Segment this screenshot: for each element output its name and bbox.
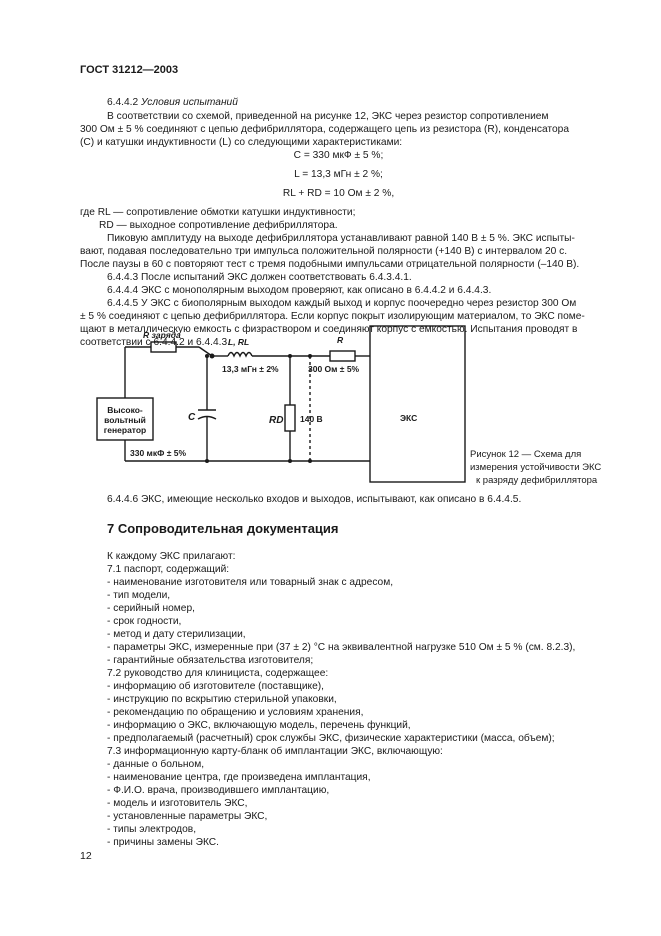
paragraph-line: Пиковую амплитуду на выходе дефибриллято… [107, 233, 575, 244]
r-charge-label: R заряда [143, 330, 181, 340]
paragraph-6446: 6.4.4.6 ЭКС, имеющие несколько входов и … [107, 494, 522, 505]
voltage-label: 140 В [300, 414, 323, 424]
page-number: 12 [80, 850, 92, 862]
capacitor-plate [197, 415, 217, 420]
c-label: C [188, 412, 196, 423]
list-item: - установленные параметры ЭКС, [107, 811, 268, 822]
r-value: 300 Ом ± 5% [308, 364, 360, 374]
list-item: 7.1 паспорт, содержащий: [107, 564, 230, 575]
formula-c: C = 330 мкФ ± 5 %; [293, 150, 384, 161]
list-item: - Ф.И.О. врача, производившего имплантац… [107, 785, 330, 796]
resistor-rd [284, 404, 296, 432]
junction-dot [205, 459, 209, 463]
paragraph-line: После паузы в 60 с повторяют тест с трем… [80, 259, 580, 270]
paragraph-line: вают, подавая последовательно три импуль… [80, 246, 568, 257]
formula-l: L = 13,3 мГн ± 2 %; [294, 169, 383, 180]
list-item: 7.3 информационную карту-бланк об имплан… [107, 746, 443, 757]
definition-rd: RD — выходное сопротивление дефибриллято… [99, 220, 338, 231]
list-item: - причины замены ЭКС. [107, 837, 219, 848]
list-item: - серийный номер, [107, 603, 195, 614]
paragraph-line: ± 5 % соединяют с цепью дефибриллятора. … [80, 311, 585, 322]
list-item: - параметры ЭКС, измеренные при (37 ± 2)… [107, 642, 576, 653]
paragraph-line: В соответствии со схемой, приведенной на… [107, 111, 549, 122]
paragraph-line: (C) и катушки индуктивности (L) со следу… [80, 137, 403, 148]
list-item: - инструкцию по вскрытию стерильной упак… [107, 694, 337, 705]
subsection-6442: 6.4.4.2 Условия испытаний [107, 96, 238, 109]
junction-dot [288, 354, 292, 358]
list-item: - гарантийные обязательства изготовителя… [107, 655, 314, 666]
paragraph-line: 300 Ом ± 5 % соединяют с цепью дефибрилл… [80, 124, 569, 135]
c-value: 330 мкФ ± 5% [130, 448, 186, 458]
device-box [369, 325, 466, 483]
list-item: - информацию о ЭКС, включающую модель, п… [107, 720, 411, 731]
paragraph-6444: 6.4.4.4 ЭКС с монополярным выходом прове… [107, 285, 492, 296]
resistor-charge [150, 341, 177, 353]
formula-r: RL + RD = 10 Ом ± 2 %, [282, 188, 395, 199]
list-item: - модель и изготовитель ЭКС, [107, 798, 248, 809]
inductor [227, 351, 253, 358]
list-item: 7.2 руководство для клинициста, содержащ… [107, 668, 329, 679]
list-item: - наименование центра, где произведена и… [107, 772, 371, 783]
generator-line: Высоко- [107, 405, 143, 415]
list-item: - рекомендацию по обращению и условиям х… [107, 707, 364, 718]
caption-line: к разряду дефибриллятора [476, 475, 598, 486]
section-title: 7 Сопроводительная документация [107, 521, 339, 536]
list-item: - информацию об изготовителе (поставщике… [107, 681, 325, 692]
list-item: - наименование изготовителя или товарный… [107, 577, 394, 588]
document-header: ГОСТ 31212—2003 [80, 64, 179, 76]
generator-line: вольтный [104, 415, 146, 425]
junction-dot [288, 459, 292, 463]
device-label: ЭКС [400, 413, 417, 423]
l-label: L, RL [228, 337, 249, 347]
generator-box [96, 397, 154, 441]
paragraph-line: щают в металлическую емкость с физраство… [80, 324, 578, 335]
caption-line: Рисунок 12 — Схема для [470, 449, 582, 460]
switch [198, 346, 213, 357]
figure-caption: Рисунок 12 — Схема для измерения устойчи… [470, 448, 616, 487]
list-item: - данные о больном, [107, 759, 205, 770]
list-item: - тип модели, [107, 590, 171, 601]
list-item: - типы электродов, [107, 824, 197, 835]
caption-line: измерения устойчивости ЭКС [470, 462, 602, 473]
resistor-300 [329, 350, 356, 362]
rd-label: RD [269, 415, 283, 426]
paragraph-line: 6.4.4.5 У ЭКС с биополярным выходом кажд… [107, 298, 577, 309]
subsection-number: 6.4.4.2 [107, 97, 139, 108]
circuit-diagram: R заряда L, RL 13,3 мГн ± 2% R 300 Ом ± … [96, 325, 466, 483]
list-item: - срок годности, [107, 616, 182, 627]
list-item: - предполагаемый (расчетный) срок службы… [107, 733, 555, 744]
junction-dot [308, 354, 312, 358]
junction-dot [308, 459, 312, 463]
r-label: R [337, 335, 344, 345]
definition-rl: где RL — сопротивление обмотки катушки и… [80, 207, 356, 218]
list-item: - метод и дату стерилизации, [107, 629, 246, 640]
generator-line: генератор [104, 425, 146, 435]
paragraph-6443: 6.4.4.3 После испытаний ЭКС должен соотв… [107, 272, 412, 283]
subsection-title: Условия испытаний [141, 97, 238, 108]
list-item: К каждому ЭКС прилагают: [107, 551, 236, 562]
junction-dot [205, 354, 209, 358]
l-value: 13,3 мГн ± 2% [222, 364, 279, 374]
